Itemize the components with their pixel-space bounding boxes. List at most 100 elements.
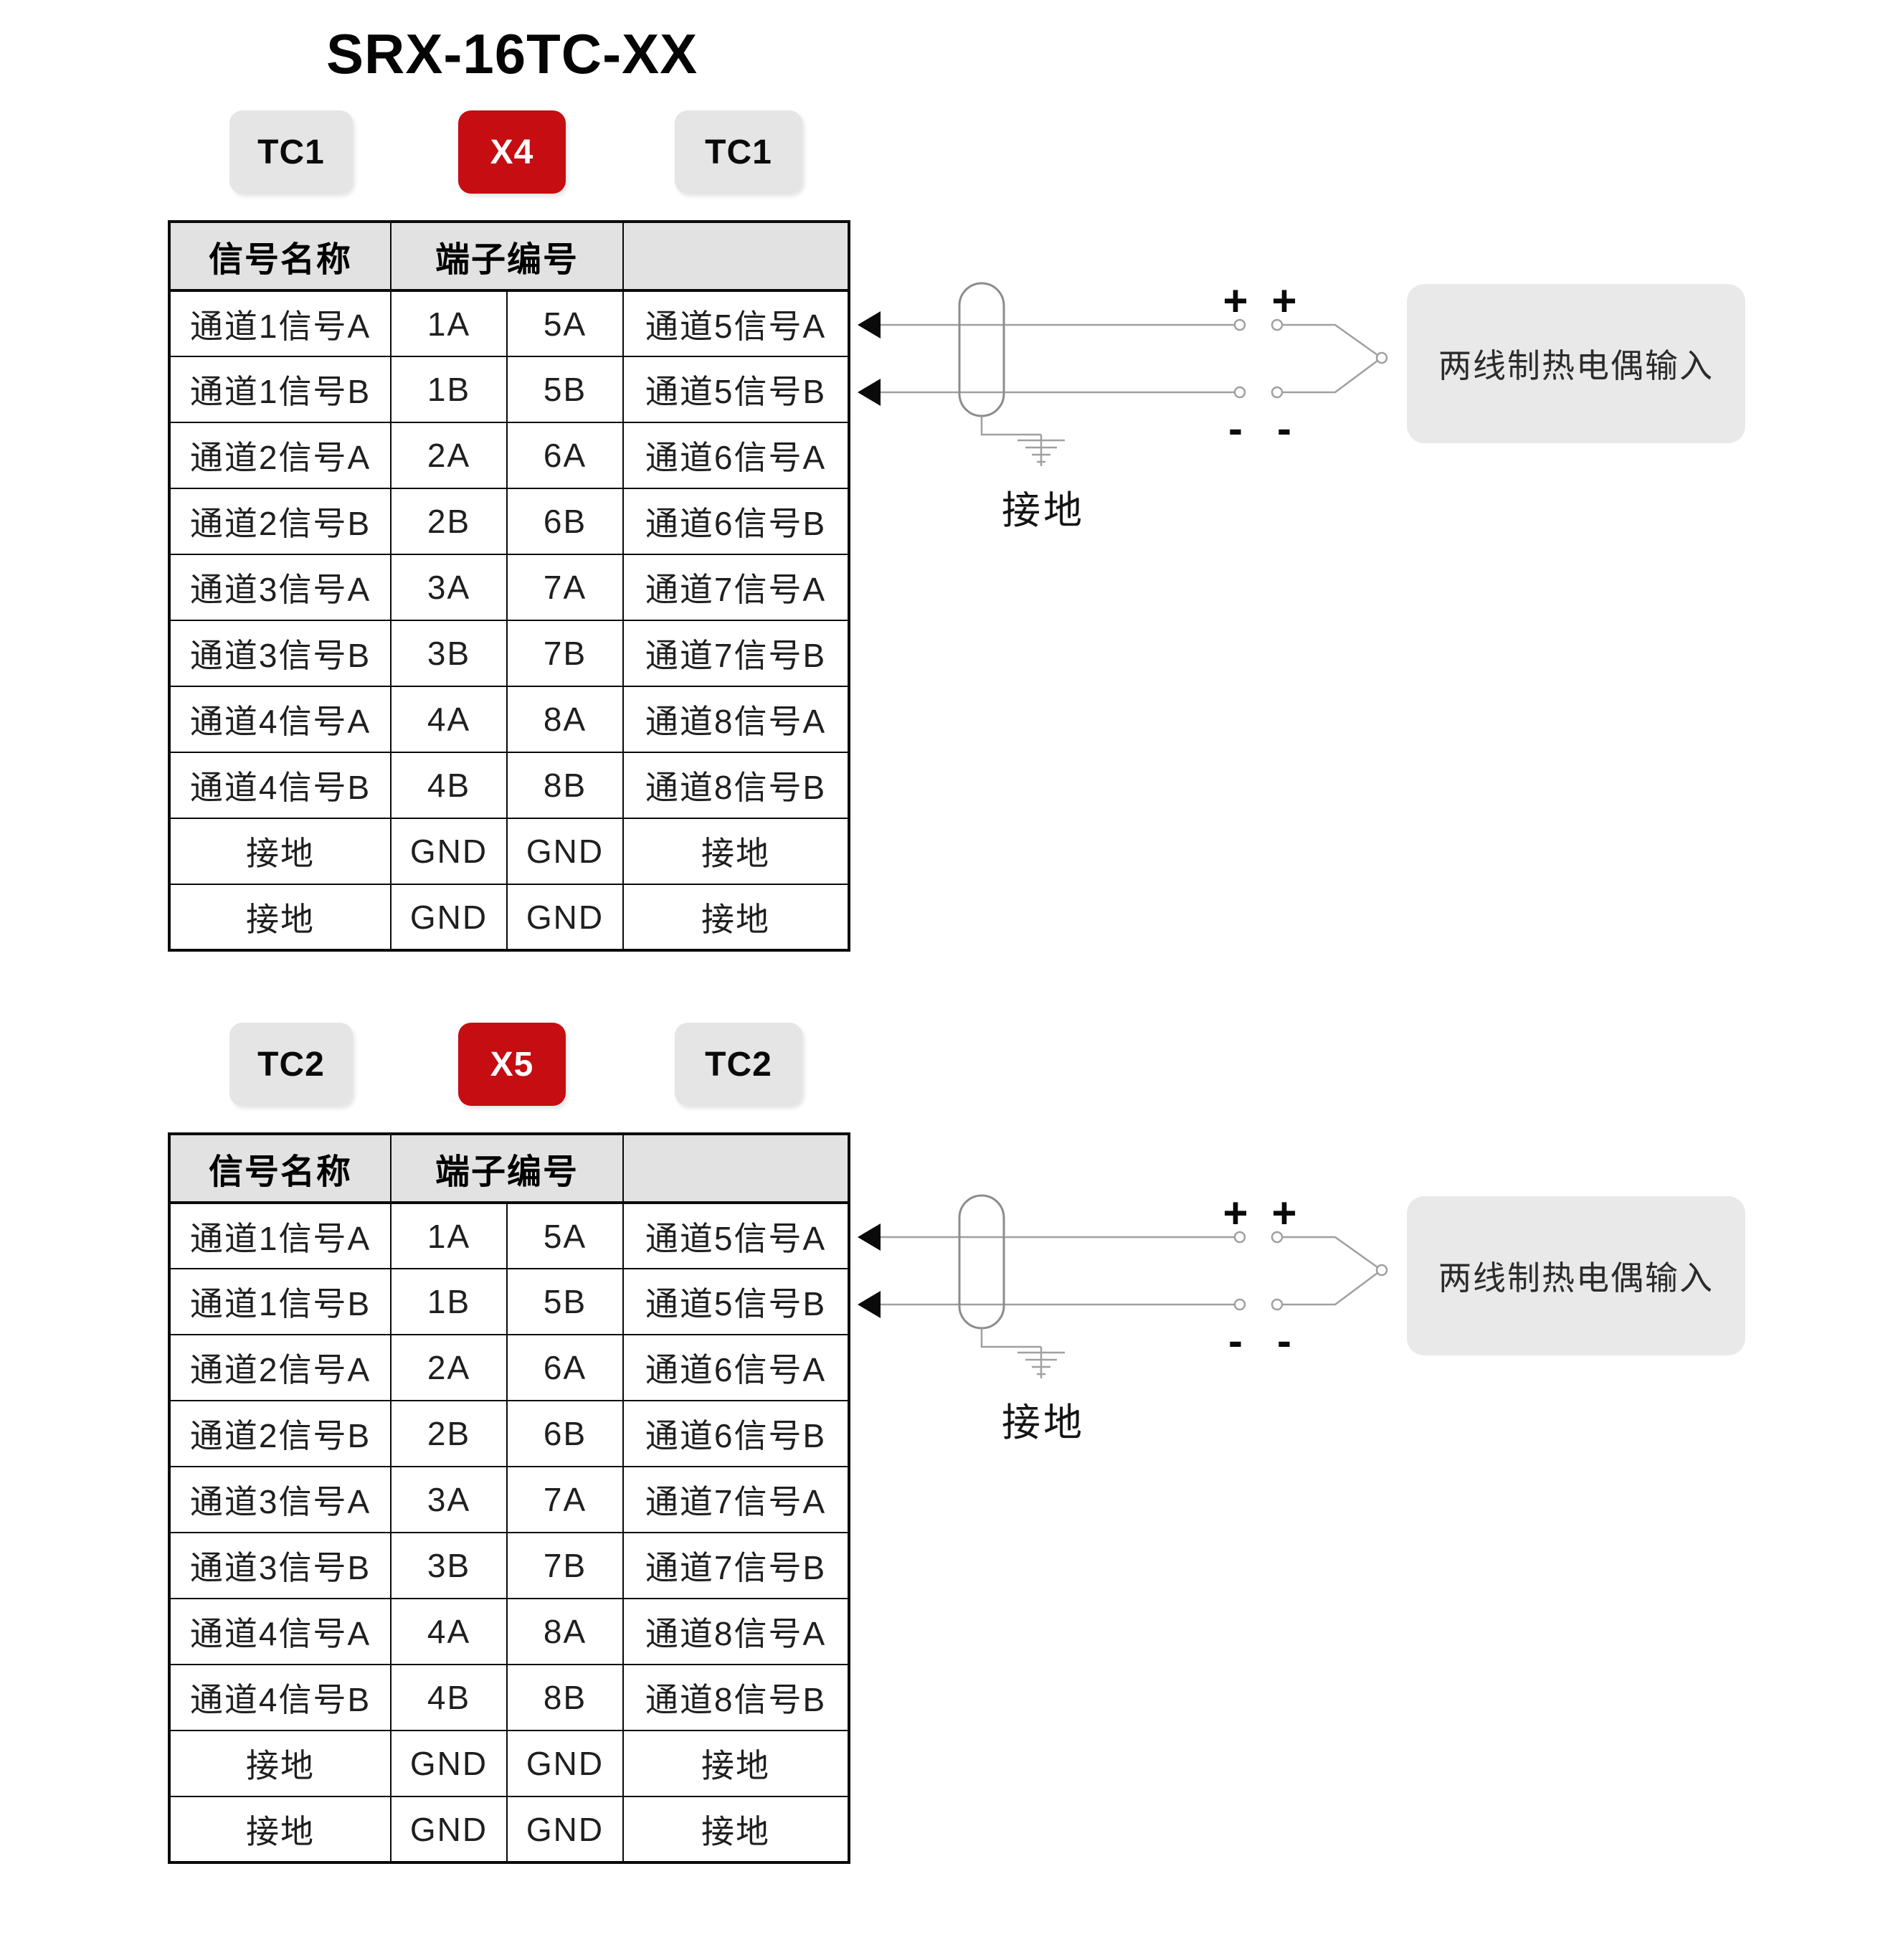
table-cell: 接地 xyxy=(622,1730,850,1797)
col-header-terminal-number: 端子编号 xyxy=(389,221,625,292)
table-cell: 6A xyxy=(506,1334,625,1401)
terminal-circle xyxy=(1271,1298,1284,1311)
table-cell: 1A xyxy=(390,290,508,357)
table-cell: GND xyxy=(390,1796,508,1863)
table-cell: 通道1信号A xyxy=(169,290,392,357)
minus-label-right: - xyxy=(1277,404,1291,453)
table-cell: 通道7信号A xyxy=(622,554,850,621)
table-cell: 通道4信号B xyxy=(169,752,392,819)
header-row: 信号名称 端子编号 xyxy=(169,1133,850,1204)
thermocouple-lead-b xyxy=(1282,359,1378,394)
table-cell: GND xyxy=(506,884,625,951)
table-cell: 通道5信号B xyxy=(622,1268,850,1335)
table-cell: 通道3信号B xyxy=(169,1532,392,1599)
ground-label: 接地 xyxy=(1002,489,1085,532)
table-cell: 通道3信号A xyxy=(169,1466,392,1533)
table-cell: GND xyxy=(506,818,625,885)
thermocouple-lead-a xyxy=(1282,1236,1378,1269)
plus-label-right: + xyxy=(1271,1189,1296,1237)
badge-tc-left: TC2 xyxy=(229,1023,353,1106)
table-cell: 2A xyxy=(390,1334,508,1401)
table-cell: 通道6信号B xyxy=(622,1400,850,1467)
col-header-terminal-number: 端子编号 xyxy=(389,1133,625,1204)
plus-label-left: + xyxy=(1223,277,1248,325)
table-cell: 8A xyxy=(506,1598,625,1665)
terminal-circle xyxy=(1271,386,1284,399)
page-title: SRX-16TC-XX xyxy=(326,22,698,85)
table-cell: 3A xyxy=(390,554,508,621)
col-header-signal-name: 信号名称 xyxy=(169,221,392,292)
table-cell: 通道3信号B xyxy=(169,620,392,687)
table-cell: 通道8信号A xyxy=(622,1598,850,1665)
table-cell: 2B xyxy=(390,1400,508,1467)
table-cell: GND xyxy=(506,1730,625,1797)
pin-table-header: 信号名称 端子编号 xyxy=(169,1133,850,1204)
table-cell: 4B xyxy=(390,1664,508,1731)
table-cell: 7B xyxy=(506,620,625,687)
thermocouple-lead-a xyxy=(1282,323,1378,356)
table-cell: 6B xyxy=(506,488,625,555)
table-cell: 通道2信号B xyxy=(169,1400,392,1467)
table-cell: 3B xyxy=(390,1532,508,1599)
table-cell: 通道7信号B xyxy=(622,620,850,687)
col-header-signal-name: 信号名称 xyxy=(169,1133,392,1204)
terminal-circle xyxy=(1271,1231,1284,1244)
terminal-circle xyxy=(1233,1298,1246,1311)
arrow-left-icon xyxy=(858,1291,881,1318)
table-cell: 8B xyxy=(506,752,625,819)
terminal-circle xyxy=(1233,1231,1246,1244)
table-cell: 7B xyxy=(506,1532,625,1599)
table-cell: 接地 xyxy=(622,1796,850,1863)
table-cell: 通道4信号A xyxy=(169,686,392,753)
table-cell: 5A xyxy=(506,1202,625,1269)
table-cell: 6A xyxy=(506,422,625,489)
table-cell: 3B xyxy=(390,620,508,687)
table-cell: 1A xyxy=(390,1202,508,1269)
col-header-blank xyxy=(622,221,850,292)
junction-circle xyxy=(1375,1264,1388,1277)
table-cell: 通道5信号A xyxy=(622,1202,850,1269)
table-cell: 1B xyxy=(390,1268,508,1335)
table-cell: 通道5信号B xyxy=(622,356,850,423)
table-cell: 通道8信号B xyxy=(622,752,850,819)
minus-label-left: - xyxy=(1228,1317,1243,1365)
table-cell: 通道8信号B xyxy=(622,1664,850,1731)
terminal-circle xyxy=(1271,318,1284,331)
table-cell: 通道4信号B xyxy=(169,1664,392,1731)
header-row: 信号名称 端子编号 xyxy=(169,221,850,292)
table-cell: 5B xyxy=(506,356,625,423)
table-cell: 接地 xyxy=(169,818,392,885)
ground-wire xyxy=(980,416,1041,436)
ground-symbol-icon xyxy=(1017,1347,1065,1378)
table-cell: 通道4信号A xyxy=(169,1598,392,1665)
table-cell: 3A xyxy=(390,1466,508,1533)
arrow-left-icon xyxy=(858,379,881,406)
ground-wire xyxy=(980,1328,1041,1348)
table-cell: 通道6信号A xyxy=(622,1334,850,1401)
table-cell: 4A xyxy=(390,686,508,753)
table-cell: 5A xyxy=(506,290,625,357)
pin-table-header: 信号名称 端子编号 xyxy=(169,221,850,292)
minus-label-right: - xyxy=(1277,1317,1291,1365)
table-cell: 通道2信号B xyxy=(169,488,392,555)
thermocouple-input-box: 两线制热电偶输入 xyxy=(1407,284,1745,443)
terminal-circle xyxy=(1233,318,1246,331)
table-cell: 通道7信号B xyxy=(622,1532,850,1599)
